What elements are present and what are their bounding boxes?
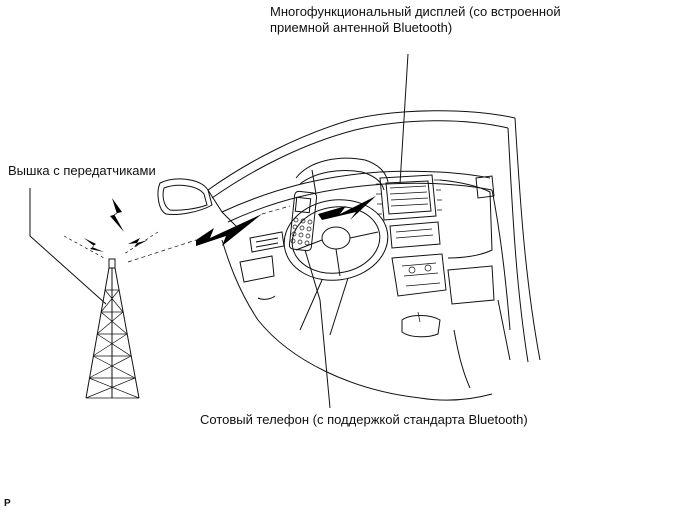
display-screen [385, 180, 432, 215]
display-label-line2: приемной антенной Bluetooth) [270, 20, 453, 35]
phone-label: Сотовый телефон (с поддержкой стандарта … [200, 412, 528, 427]
leader-lines [29, 53, 409, 409]
display-label: Многофункциональный дисплей (со встроенн… [270, 4, 561, 36]
tower-label: Вышка с передатчиками [8, 163, 156, 178]
display-label-line1: Многофункциональный дисплей (со встроенн… [270, 4, 561, 19]
radio-link-phone-display [318, 196, 376, 220]
cellular-phone-icon [288, 169, 318, 252]
radio-link-tower-phone [127, 205, 291, 263]
figure-code: P [4, 498, 11, 509]
display-bezel [379, 174, 437, 221]
car-interior [157, 110, 541, 401]
transmitter-tower-icon [63, 198, 159, 399]
